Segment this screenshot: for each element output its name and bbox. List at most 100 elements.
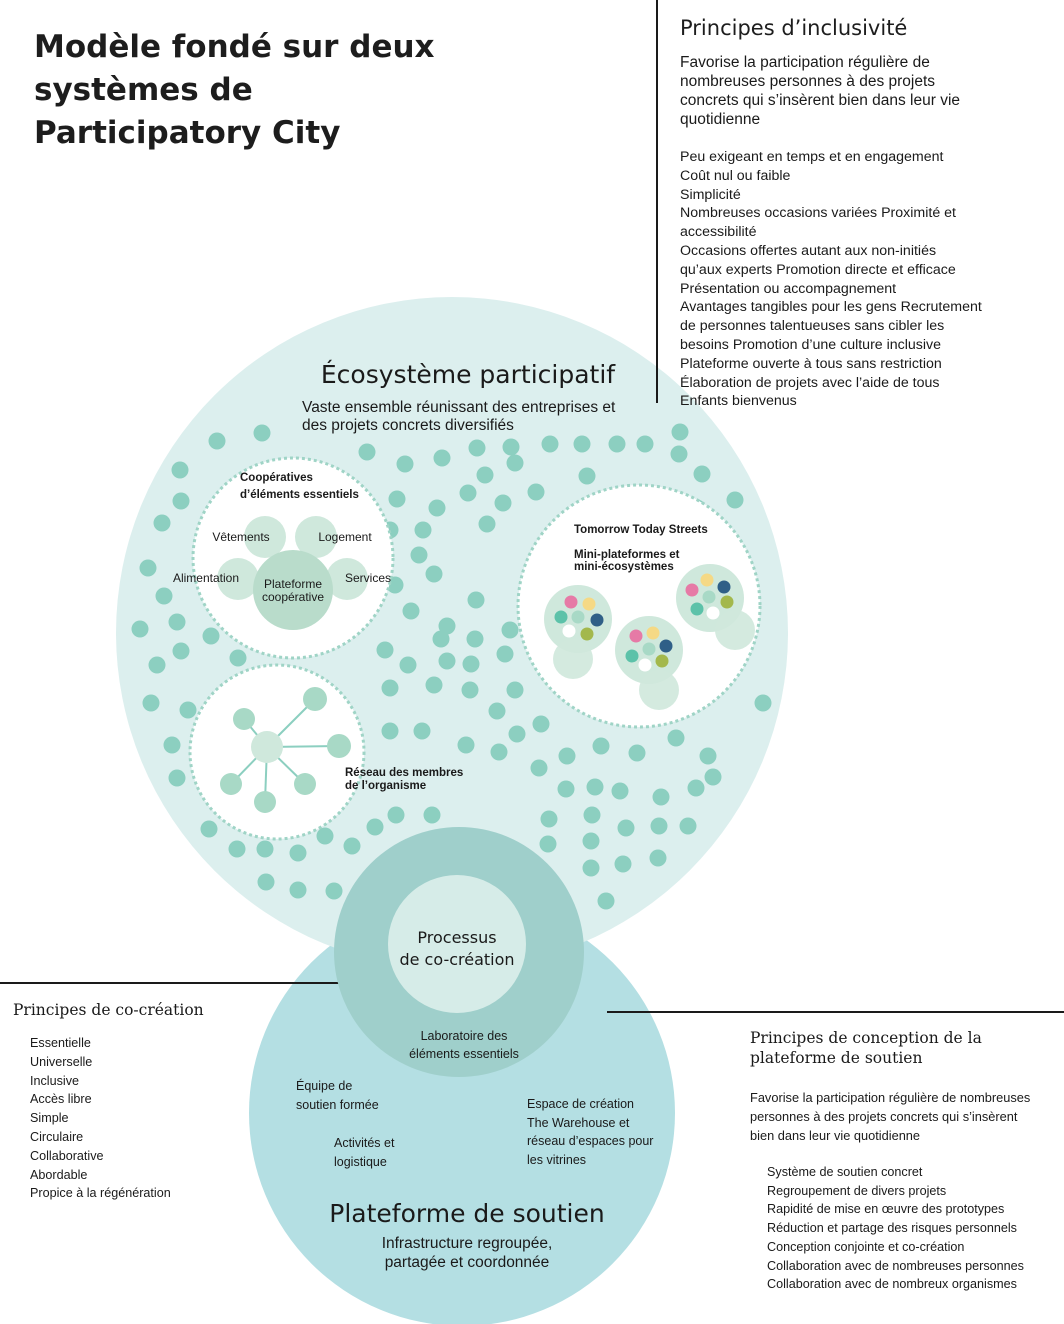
participant-dot <box>467 591 485 609</box>
participant-dot <box>289 844 307 862</box>
title-line-3: Participatory City <box>34 115 341 151</box>
participant-dot <box>425 676 443 694</box>
participant-dot <box>508 725 526 743</box>
platform-design-title-line: plateforme de soutien <box>750 1049 923 1067</box>
mini-ecosystem-dot <box>717 580 731 594</box>
petal-label-food: Alimentation <box>173 571 239 585</box>
streets-subtitle-1: Mini-plateformes et <box>574 549 680 561</box>
participant-dot <box>142 694 160 712</box>
list-item: Circulaire <box>30 1129 84 1144</box>
list-item: Collaboration avec de nombreux organisme… <box>767 1277 1017 1292</box>
participant-dot <box>636 435 654 453</box>
mini-ecosystem-dot <box>582 597 596 611</box>
participant-dot <box>583 806 601 824</box>
lab-label-1: Laboratoire des <box>421 1029 508 1043</box>
petal-housing <box>295 516 337 558</box>
support-platform-title: Plateforme de soutien <box>329 1199 604 1228</box>
participant-dot <box>179 701 197 719</box>
participant-dot <box>586 778 604 796</box>
streets-title: Tomorrow Today Streets <box>574 524 708 536</box>
participant-dot <box>532 715 550 733</box>
participant-dot <box>139 559 157 577</box>
network-node <box>327 734 351 758</box>
participant-dot <box>381 722 399 740</box>
participant-dot <box>229 649 247 667</box>
network-node <box>220 773 242 795</box>
participant-dot <box>617 819 635 837</box>
list-item: accessibilité <box>680 224 757 241</box>
mini-ecosystem-dot <box>564 595 578 609</box>
petal-services <box>326 558 368 600</box>
process-label-1: Processus <box>417 928 496 947</box>
participant-dot <box>396 455 414 473</box>
list-item: Peu exigeant en temps et en engagement <box>680 149 944 165</box>
platform-design-intro-line: Favorise la participation régulière de n… <box>750 1090 1031 1105</box>
participant-dot <box>256 840 274 858</box>
inclusivity-intro-line: quotidienne <box>680 111 761 128</box>
mini-ecosystem-dot <box>642 642 656 656</box>
mini-ecosystem-dot <box>646 626 660 640</box>
list-item: Simple <box>30 1111 69 1126</box>
participant-dot <box>387 806 405 824</box>
list-item: Enfants bienvenus <box>680 393 797 410</box>
participant-dot <box>148 656 166 674</box>
participant-dot <box>462 655 480 673</box>
platform-design-intro: Favorise la participation régulière de n… <box>750 1088 1050 1145</box>
participant-dot <box>399 656 417 674</box>
participant-dot <box>578 467 596 485</box>
network-label-2: de l’organisme <box>345 780 426 792</box>
petal-label-housing: Logement <box>318 530 372 544</box>
participant-dot <box>402 602 420 620</box>
participant-dot <box>628 744 646 762</box>
participant-dot <box>432 630 450 648</box>
participant-dot <box>693 465 711 483</box>
list-item: Essentielle <box>30 1036 91 1050</box>
mini-ecosystem-dot <box>700 573 714 587</box>
participant-dot <box>433 449 451 467</box>
participant-dot <box>358 443 376 461</box>
inclusivity-intro-line: Favorise la participation régulière de <box>680 54 930 71</box>
participant-dot <box>488 702 506 720</box>
mini-ecosystem-dot <box>659 639 673 653</box>
ecosystem-title: Écosystème participatif <box>321 360 616 389</box>
list-item: Abordable <box>30 1167 88 1182</box>
activities-label-2: logistique <box>334 1155 387 1169</box>
participant-dot <box>343 837 361 855</box>
list-item: besoins Promotion d’une culture inclusiv… <box>680 336 942 353</box>
participant-dot <box>679 817 697 835</box>
platform-design-intro-line: bien dans leur vie quotidienne <box>750 1128 921 1143</box>
participant-dot <box>425 565 443 583</box>
activities-label-1: Activités et <box>334 1136 395 1150</box>
participant-dot <box>502 438 520 456</box>
participant-dot <box>414 521 432 539</box>
participant-dot <box>557 780 575 798</box>
list-item: Réduction et partage des risques personn… <box>767 1221 1017 1236</box>
team-label-1: Équipe de <box>296 1078 352 1093</box>
team-label-2: soutien formée <box>296 1098 379 1112</box>
mini-ecosystem-dot <box>720 595 734 609</box>
network-label-1: Réseau des membres <box>345 767 463 779</box>
petal-label-services: Services <box>345 571 391 585</box>
coop-platform-core <box>253 550 333 630</box>
participant-dot <box>650 817 668 835</box>
cocreation-process-center <box>388 875 526 1013</box>
list-item: Inclusive <box>30 1073 79 1088</box>
platform-design-list: Système de soutien concret Regroupement … <box>767 1163 1024 1294</box>
ecosystem-subtitle-2: des projets concrets diversifiés <box>302 417 514 434</box>
participant-dot <box>501 621 519 639</box>
mini-ecosystem-dot <box>590 613 604 627</box>
network-node <box>233 708 255 730</box>
mini-ecosystem-dot <box>554 610 568 624</box>
participant-dot <box>530 759 548 777</box>
participant-dot <box>597 892 615 910</box>
list-item: Accès libre <box>30 1092 92 1107</box>
participant-dot <box>289 881 307 899</box>
coop-title-1: Coopératives <box>240 472 313 484</box>
lab-label-2: éléments essentiels <box>409 1047 519 1061</box>
title-line-1: Modèle fondé sur deux <box>34 29 435 65</box>
participant-dot <box>413 722 431 740</box>
mini-ecosystem-dots <box>554 573 734 672</box>
participant-dot <box>423 806 441 824</box>
space-label-4: les vitrines <box>527 1153 586 1167</box>
participant-dot <box>410 546 428 564</box>
